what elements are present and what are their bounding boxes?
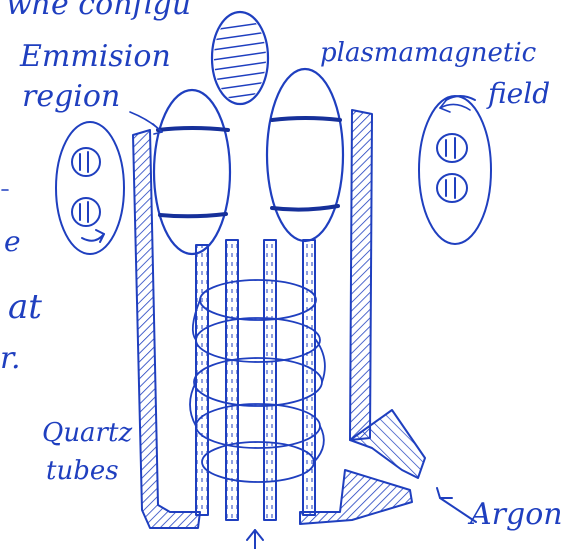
label-left-r: r. xyxy=(0,344,21,374)
label-top-fragment: whe configu xyxy=(6,0,191,20)
label-left-at: at xyxy=(8,290,42,324)
label-field: field xyxy=(488,80,550,108)
label-tubes: tubes xyxy=(46,458,119,484)
emission-blob xyxy=(212,12,268,104)
label-emission: Emmision xyxy=(20,42,171,72)
label-left-e: e xyxy=(4,228,21,256)
plasma-right xyxy=(267,69,343,241)
left-field-loop xyxy=(56,122,124,254)
quartz-tube-1 xyxy=(196,245,208,515)
label-argon: Argon xyxy=(470,500,562,530)
arrow-icon xyxy=(247,530,263,549)
label-plasma-field: plasmamagnetic xyxy=(320,40,536,66)
outer-wall-left xyxy=(133,130,200,528)
quartz-tube-3 xyxy=(264,240,276,520)
right-field-loop xyxy=(419,96,491,244)
plasma-left xyxy=(154,90,230,254)
outer-wall-right xyxy=(300,110,425,524)
label-quartz: Quartz xyxy=(42,420,132,446)
label-region: region xyxy=(22,82,120,112)
